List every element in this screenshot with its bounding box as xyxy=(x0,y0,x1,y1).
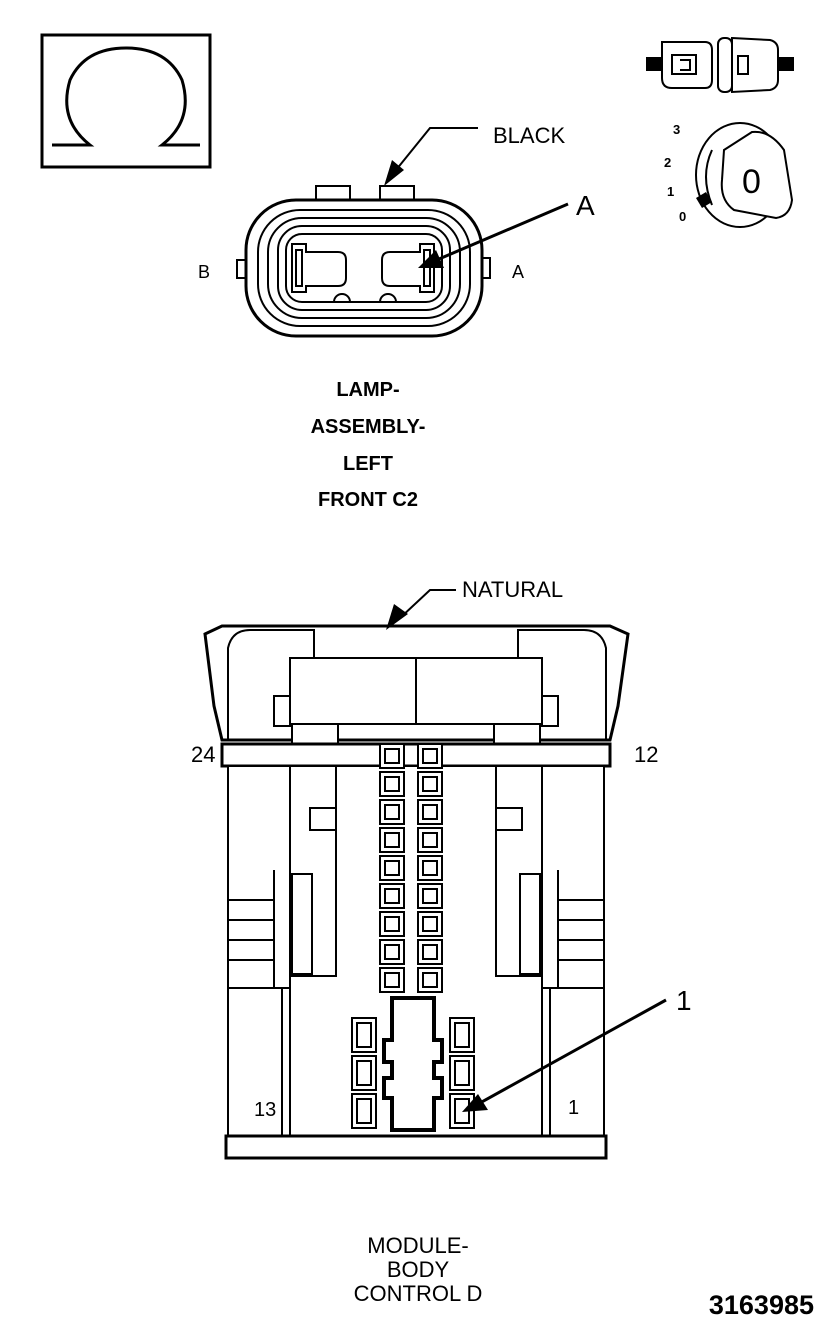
module-connector-title: MODULE- BODY CONTROL D xyxy=(354,1233,483,1306)
body-control-connector-d xyxy=(203,624,630,1160)
pin-label-12: 12 xyxy=(634,742,658,767)
natural-color-callout: NATURAL xyxy=(386,577,563,630)
lamp-connector-c2 xyxy=(236,185,491,338)
module-title-line-3: CONTROL D xyxy=(354,1281,483,1306)
module-title-line-2: BODY xyxy=(387,1257,450,1282)
key-label: 0 xyxy=(742,163,761,201)
ignition-switch-icon: 3 2 1 0 0 xyxy=(664,122,794,228)
module-title-line-1: MODULE- xyxy=(367,1233,468,1258)
connector-mate-icon xyxy=(646,36,794,94)
black-color-callout: BLACK xyxy=(384,123,565,186)
pin-label-13: 13 xyxy=(254,1099,276,1121)
title-line-3: LEFT xyxy=(343,453,393,475)
switch-position-0: 0 xyxy=(679,209,686,224)
figure-number: 3163985 xyxy=(709,1290,814,1320)
lamp-connector-title: LAMP- ASSEMBLY- LEFT FRONT C2 xyxy=(311,379,426,511)
cavity-label-b: B xyxy=(198,262,210,282)
pin-label-24: 24 xyxy=(191,742,215,767)
ohm-symbol-icon xyxy=(40,33,212,169)
pin-label-1: 1 xyxy=(568,1097,579,1119)
cavity-grid-upper xyxy=(379,743,443,993)
title-line-2: ASSEMBLY- xyxy=(311,416,426,438)
color-label-natural: NATURAL xyxy=(462,577,563,602)
cavity-grid-lower xyxy=(351,996,475,1132)
pin-1-callout: 1 xyxy=(462,985,692,1112)
cavity-label-a: A xyxy=(512,262,524,282)
color-label-black: BLACK xyxy=(493,123,565,148)
switch-position-1: 1 xyxy=(667,184,674,199)
title-line-1: LAMP- xyxy=(336,379,399,401)
callout-letter-a: A xyxy=(576,190,595,221)
callout-number-1: 1 xyxy=(676,985,692,1016)
terminal-a-callout: A xyxy=(418,190,595,268)
title-line-4: FRONT C2 xyxy=(318,489,418,511)
switch-position-2: 2 xyxy=(664,155,671,170)
switch-position-3: 3 xyxy=(673,122,680,137)
